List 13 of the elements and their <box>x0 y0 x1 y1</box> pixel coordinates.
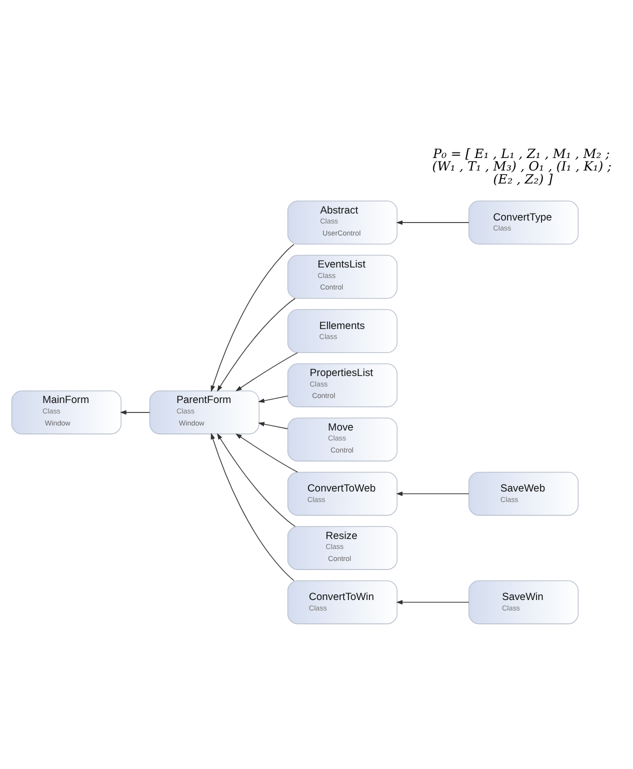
arrow <box>210 244 294 392</box>
arrow <box>216 433 296 527</box>
arrow <box>258 422 288 430</box>
label: P₀ = [ E₁ , L₁ , Z₁ , M₁ , M₂ ; (W₁ , T₁ , M₃) , O₁ , (I₁ , K₁) ; (E₂ , Z₂) ] <box>432 146 612 188</box>
arrow <box>396 220 470 225</box>
arrow <box>396 492 470 496</box>
arrow <box>120 410 150 415</box>
arrow <box>258 396 288 403</box>
arrow <box>216 298 296 392</box>
arrow <box>235 352 298 392</box>
arrow <box>396 600 470 604</box>
arrow <box>210 432 294 581</box>
arrow <box>235 433 298 473</box>
